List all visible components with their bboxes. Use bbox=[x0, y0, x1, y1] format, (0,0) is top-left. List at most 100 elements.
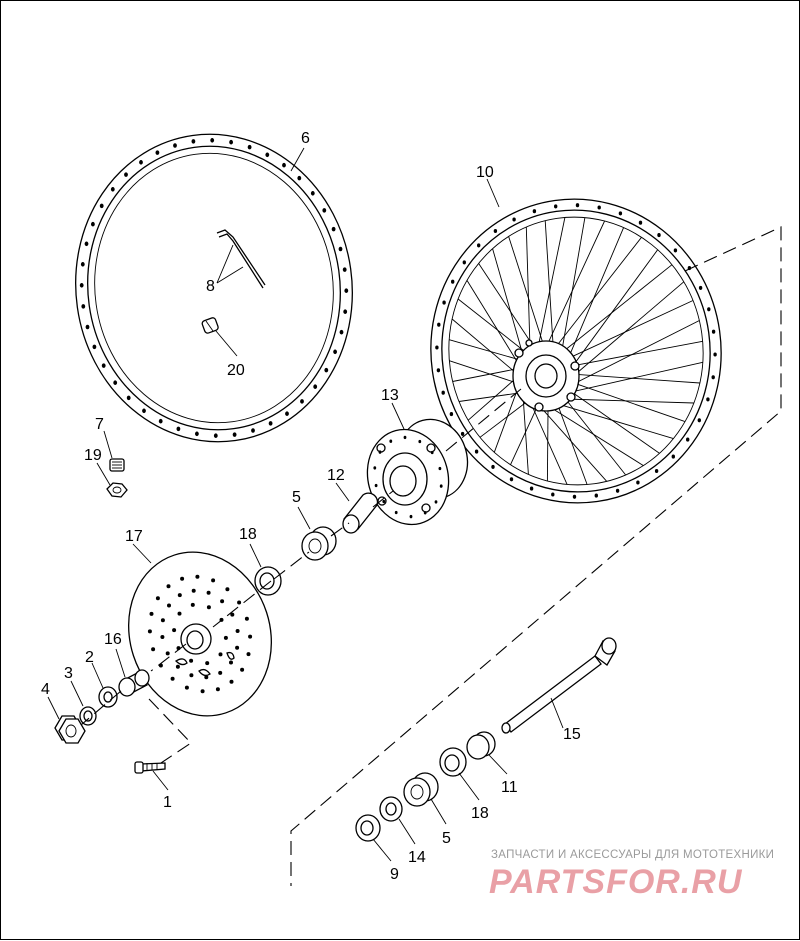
spoke bbox=[216, 229, 266, 289]
hub-hole bbox=[403, 435, 407, 440]
watermark: ЗАПЧАСТИ И АКСЕССУАРЫ ДЛЯ МОТОТЕХНИКИ PA… bbox=[489, 849, 774, 901]
hub-hole bbox=[438, 466, 442, 471]
callout-11: 11 bbox=[501, 779, 518, 796]
spoke-line bbox=[575, 281, 685, 375]
hub-hole bbox=[394, 510, 398, 515]
rim-hole bbox=[195, 431, 199, 437]
spoke-line bbox=[510, 399, 542, 465]
wheel-rim-hole bbox=[451, 279, 455, 284]
disc-hole bbox=[175, 664, 180, 669]
rim-hole bbox=[232, 432, 237, 437]
disc-hole bbox=[172, 628, 177, 633]
rim-hole bbox=[155, 150, 160, 155]
wheel-rim-hole bbox=[477, 243, 481, 248]
disc-hole bbox=[206, 590, 211, 595]
wheel-hub bbox=[366, 418, 469, 526]
rim-hole bbox=[265, 152, 270, 158]
spoke-line bbox=[546, 399, 549, 482]
hub-hole bbox=[423, 511, 427, 515]
wheel-rim-hole bbox=[711, 329, 716, 334]
wheel-rim-hole bbox=[441, 390, 445, 395]
rim-hole bbox=[331, 226, 336, 232]
rim-hole bbox=[139, 160, 143, 165]
hex-nut-small bbox=[106, 482, 128, 498]
wheel-rim-hole bbox=[460, 431, 465, 436]
front-axle bbox=[501, 637, 617, 734]
rim-hole bbox=[99, 203, 104, 209]
disc-hole bbox=[248, 634, 253, 639]
wheel-bearing-upper bbox=[301, 526, 337, 561]
spacer-tube bbox=[342, 492, 379, 534]
rim-hole bbox=[268, 421, 273, 426]
rim-spoke-holes bbox=[79, 138, 349, 438]
spoke-line bbox=[563, 300, 694, 361]
hub-hole bbox=[418, 439, 422, 444]
callout-13: 13 bbox=[381, 387, 399, 404]
disc-hole bbox=[151, 647, 156, 652]
disc-hole bbox=[211, 578, 216, 583]
wheel-rim-hole bbox=[554, 204, 558, 209]
hub-hole bbox=[430, 450, 434, 455]
hub-hole bbox=[373, 466, 377, 470]
watermark-brand: PARTSFOR.RU bbox=[489, 863, 743, 901]
callout-5-lower: 5 bbox=[442, 830, 451, 847]
disc-hole bbox=[177, 611, 182, 616]
rim-hole bbox=[324, 367, 329, 373]
rim-hole bbox=[158, 418, 163, 424]
rim-hole bbox=[310, 191, 315, 196]
wheel-rim-hole bbox=[657, 233, 661, 238]
wheel-rim-hole bbox=[442, 300, 446, 305]
brake-disc-holes bbox=[147, 574, 253, 694]
spoke-line bbox=[457, 298, 527, 354]
spoke-line bbox=[568, 227, 625, 357]
wheel-rim-hole bbox=[673, 248, 678, 253]
wheel-rim-hole bbox=[697, 418, 701, 423]
callout-19: 19 bbox=[84, 447, 102, 464]
spoke-line bbox=[561, 217, 586, 351]
rim-hole bbox=[210, 138, 215, 143]
spoke-line bbox=[529, 401, 568, 485]
washer bbox=[98, 686, 118, 708]
disc-hole bbox=[246, 652, 251, 657]
spoke-line bbox=[574, 320, 700, 384]
disc-hole bbox=[191, 588, 196, 593]
callout-15: 15 bbox=[563, 726, 581, 743]
hub-hole bbox=[378, 450, 382, 454]
disc-hole bbox=[235, 629, 240, 633]
wheel-rim-hole bbox=[512, 217, 516, 222]
wheel-rim-hole bbox=[575, 203, 580, 208]
wheel-rim-hole bbox=[638, 220, 643, 225]
callout-8: 8 bbox=[206, 278, 215, 295]
rim-hole bbox=[126, 395, 131, 401]
lock-washer bbox=[79, 706, 97, 726]
callout-1: 1 bbox=[163, 794, 172, 811]
wheel-rim-hole bbox=[532, 209, 537, 214]
watermark-tagline: ЗАПЧАСТИ И АКСЕССУАРЫ ДЛЯ МОТОТЕХНИКИ bbox=[491, 849, 774, 861]
spoke-line bbox=[538, 404, 608, 482]
wheel-rim-hole bbox=[529, 486, 534, 491]
wheel-rim-hole bbox=[713, 352, 717, 357]
disc-hole bbox=[170, 676, 175, 681]
axle-nut bbox=[54, 715, 86, 744]
spoke-line bbox=[557, 403, 674, 440]
rim-hole bbox=[176, 426, 181, 432]
disc-hole bbox=[223, 635, 228, 640]
wheel-rim-hole bbox=[493, 228, 498, 234]
callout-16: 16 bbox=[104, 631, 122, 648]
disc-hole bbox=[147, 629, 152, 634]
grease-seal-upper bbox=[254, 566, 282, 596]
axle-spacer bbox=[466, 731, 496, 760]
callout-7: 7 bbox=[95, 416, 104, 433]
disc-hole bbox=[200, 689, 205, 694]
rim-hole bbox=[285, 411, 289, 416]
spoke-line bbox=[452, 368, 517, 382]
spoke-line bbox=[449, 360, 525, 386]
rim-hole bbox=[344, 288, 349, 293]
disc-hole bbox=[195, 574, 200, 579]
wheel-rim-hole bbox=[618, 211, 623, 216]
alignment-lines bbox=[80, 226, 782, 886]
wheel-rim-hole bbox=[462, 260, 466, 265]
spoke-line bbox=[449, 339, 521, 361]
bearing-spacer bbox=[379, 796, 403, 822]
callout-10: 10 bbox=[476, 164, 494, 181]
